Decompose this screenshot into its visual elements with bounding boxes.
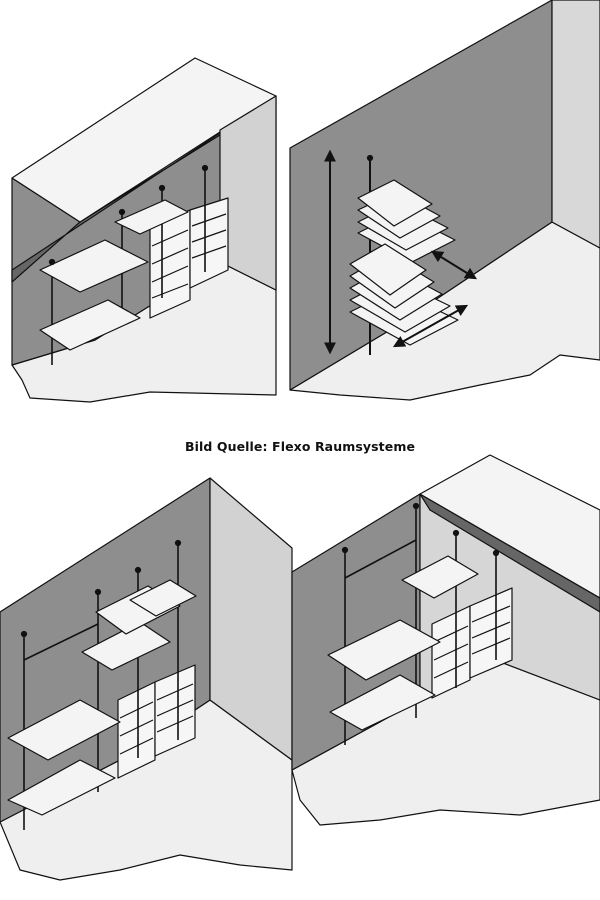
attic-wardrobe-illustration — [11, 57, 277, 403]
corner-wardrobe-illustration — [0, 477, 293, 881]
adjustable-shelves-illustration — [289, 0, 600, 401]
sloped-corner-wardrobe-illustration — [291, 454, 600, 826]
image-source-caption: Bild Quelle: Flexo Raumsysteme — [184, 439, 416, 454]
